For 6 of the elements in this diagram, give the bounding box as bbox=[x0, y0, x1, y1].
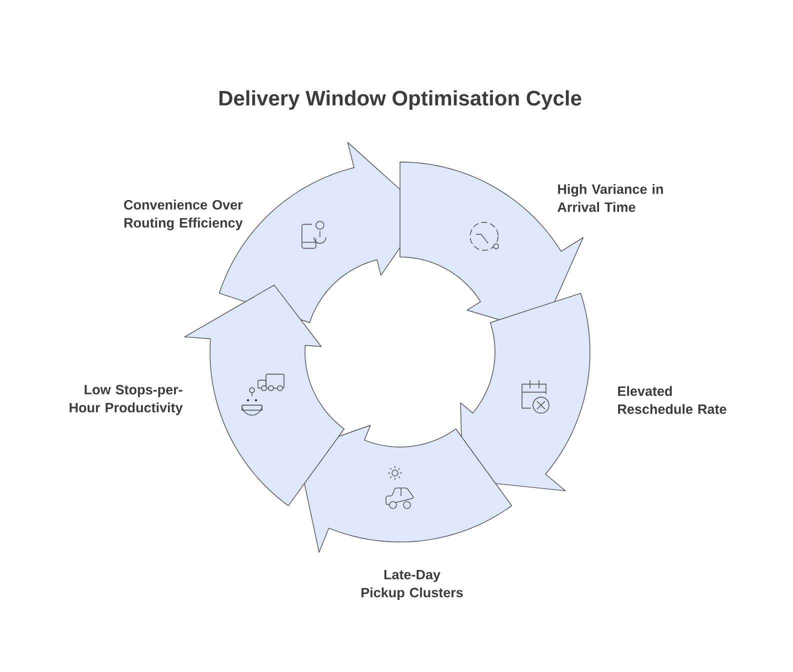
step-label: Low Stops-per-Hour Productivity bbox=[70, 384, 183, 416]
step-label: Elevated Reschedule Rate bbox=[618, 386, 726, 414]
step-label: Convenience Over Routing Efficiency bbox=[124, 200, 243, 230]
step-label: Late-Day Pickup Clusters bbox=[362, 570, 463, 600]
step-label: High Variance in Arrival Time bbox=[558, 184, 663, 212]
title: Delivery Window Optimisation Cycle bbox=[219, 90, 582, 110]
